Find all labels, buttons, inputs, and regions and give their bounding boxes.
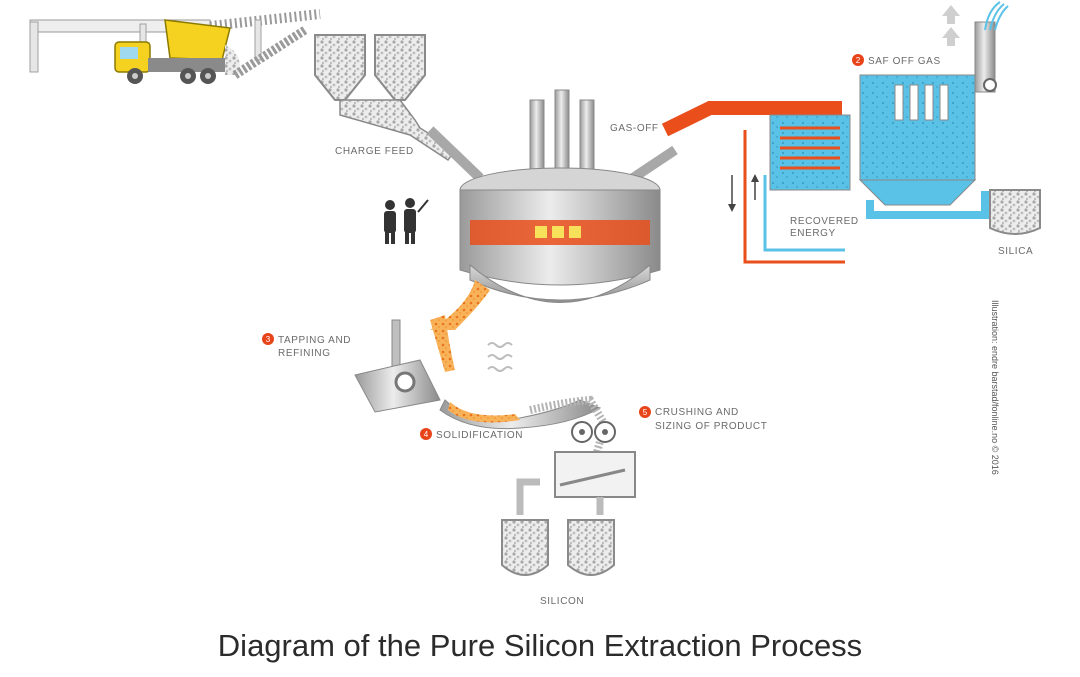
silica-bag [989,189,1041,235]
solidification-trough [439,395,610,461]
label-tapping-refining-2: REFINING [278,348,331,359]
upward-arrow-icon [942,5,960,46]
illustration-credit: Illustration: endre barstad/fonline.no ©… [990,300,1000,475]
tapping-ladle [354,315,455,413]
label-crushing-sizing-2: SIZING OF PRODUCT [655,421,767,432]
charge-hoppers [314,34,484,182]
label-tapping-refining: TAPPING AND [278,335,351,346]
diagram-caption: Diagram of the Pure Silicon Extraction P… [217,628,863,663]
steam-icon [487,342,513,372]
label-charge-feed: CHARGE FEED [335,146,414,157]
label-silica: SILICA [998,246,1033,257]
silicon-bags [501,519,615,576]
label-silicon: SILICON [540,596,584,607]
crusher-rollers [571,421,616,443]
energy-recovery-boiler [728,114,851,264]
sizing-screen [516,451,636,515]
electric-arc-furnace [430,89,678,330]
label-saf-off-gas: SAF OFF GAS [868,56,941,67]
step-number-5: 5 [643,408,648,417]
step-badge-4 [420,428,432,440]
label-recovered-energy: RECOVERED [790,216,859,227]
label-crushing-sizing: CRUSHING AND [655,407,739,418]
step-number-3: 3 [266,335,271,344]
dump-truck [114,19,240,84]
step-badge-3 [262,333,274,345]
step-number-4: 4 [424,430,429,439]
label-gas-off: GAS-OFF [610,123,659,134]
step-badge-5 [639,406,651,418]
process-diagram: CHARGE FEED GAS-OFF [29,1,1041,607]
step-badge-2 [852,54,864,66]
feed-belt [232,26,308,79]
workers-icon [384,198,429,244]
label-recovered-energy-2: ENERGY [790,228,836,239]
step-number-2: 2 [856,56,861,65]
label-solidification: SOLIDIFICATION [436,430,523,441]
